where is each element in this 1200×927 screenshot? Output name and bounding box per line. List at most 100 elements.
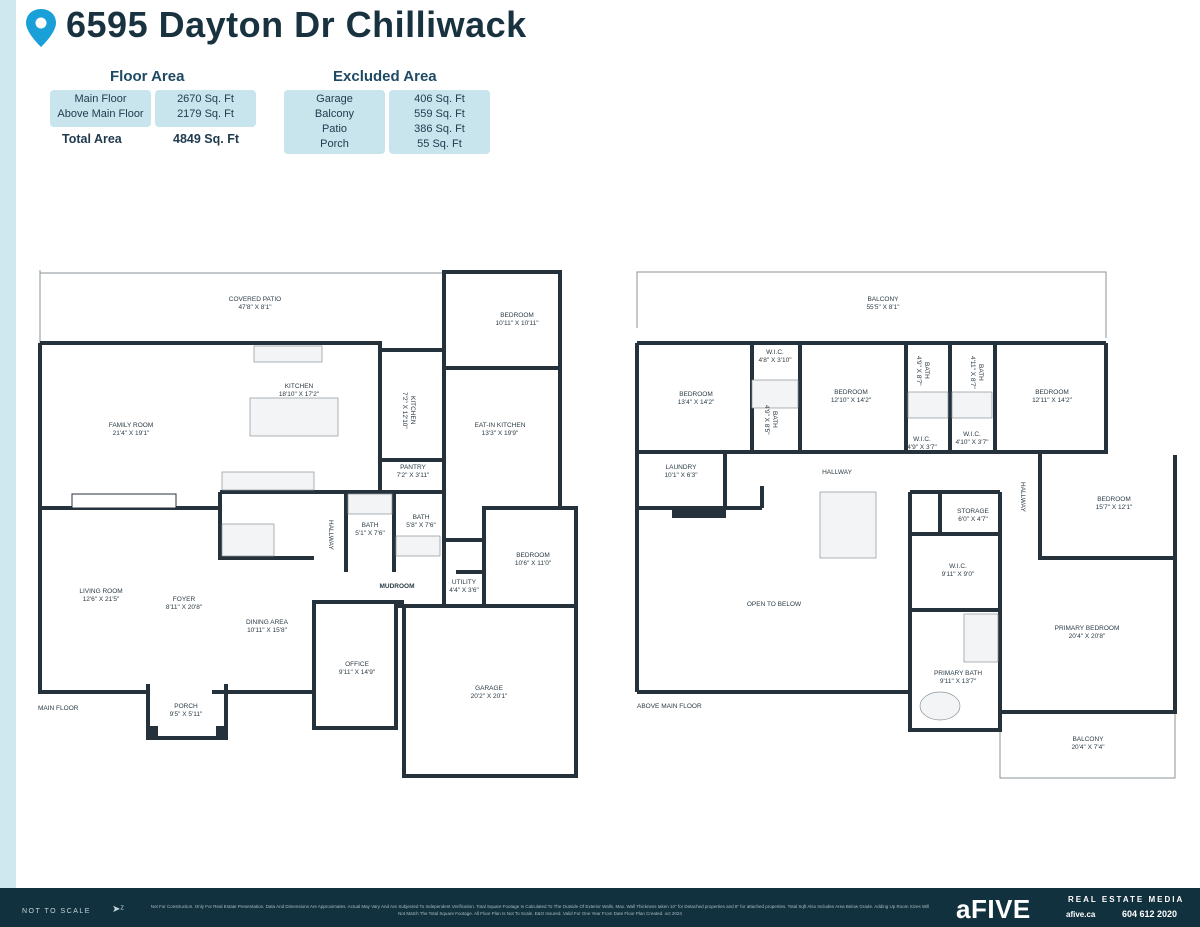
room-name: BALCONY [867, 296, 899, 303]
excluded-area-labels: Garage Balcony Patio Porch [284, 90, 385, 154]
room-dims: 9'11" X 13'7" [939, 678, 977, 685]
brand-logo: aFIVE [956, 894, 1031, 924]
room-name: PRIMARY BEDROOM [1054, 625, 1120, 632]
scale-note: NOT TO SCALE [22, 908, 91, 915]
room-dims: 21'4" X 19'1" [112, 430, 150, 437]
floor-area-label: Main Floor [74, 93, 127, 105]
room-label: W.I.C.9'11" X 9'0" [942, 563, 975, 579]
room-dims: 10'11" X 15'8" [247, 627, 287, 634]
room-name: UTILITY [451, 579, 477, 586]
floor-area-value: 2670 Sq. Ft [177, 93, 234, 105]
room-dims: 4'9" X 3'7" [907, 444, 937, 451]
room-name: BATH [923, 362, 930, 380]
room-name: PORCH [174, 703, 198, 710]
room-name: COVERED PATIO [228, 296, 282, 303]
floor-area-label: Above Main Floor [57, 108, 144, 120]
room-name: KITCHEN [409, 396, 416, 425]
excluded-area-value: 559 Sq. Ft [414, 108, 465, 120]
room-name: BATH [977, 363, 984, 381]
total-area-label: Total Area [62, 132, 122, 146]
room-name: DINING AREA [246, 619, 288, 626]
room-dims: 8'11" X 20'8" [165, 604, 203, 611]
excluded-area-value: 386 Sq. Ft [414, 123, 465, 135]
room-name: BEDROOM [1097, 496, 1131, 503]
room-name: BEDROOM [516, 552, 550, 559]
room-dims: 7'2" X 12'10" [401, 392, 408, 429]
room-dims: 9'5" X 5'11" [169, 711, 203, 718]
floor-plan-drawing [38, 270, 1177, 779]
room-name: BEDROOM [1035, 389, 1069, 396]
room-name: EAT-IN KITCHEN [474, 422, 526, 429]
room-dims: 20'4" X 20'8" [1068, 633, 1106, 640]
room-label: W.I.C.4'8" X 3'10" [758, 349, 791, 365]
room-dims: 12'11" X 14'2" [1032, 397, 1072, 404]
room-dims: 15'7" X 12'1" [1095, 504, 1133, 511]
room-dims: 9'11" X 14'9" [338, 669, 376, 676]
room-name: PRIMARY BATH [933, 670, 983, 677]
room-name: LIVING ROOM [79, 588, 123, 595]
room-name: W.I.C. [766, 349, 784, 356]
above-floor-label: ABOVE MAIN FLOOR [637, 703, 702, 710]
excluded-area-label: Balcony [314, 108, 355, 120]
room-dims: 9'11" X 9'0" [941, 571, 975, 578]
room-label: OPEN TO BELOW [747, 601, 801, 609]
website-link[interactable]: afive.ca [1066, 910, 1096, 919]
room-dims: 55'5" X 8'1" [866, 304, 900, 311]
room-name: W.I.C. [963, 431, 981, 438]
room-name: BEDROOM [500, 312, 534, 319]
phone-number[interactable]: 604 612 2020 [1122, 909, 1178, 919]
room-label: MUDROOM [379, 583, 414, 591]
floor-area-heading: Floor Area [110, 68, 185, 85]
excluded-area-label: Patio [321, 123, 348, 135]
room-label: W.I.C.4'9" X 3'7" [907, 436, 937, 452]
room-name: W.I.C. [913, 436, 931, 443]
excluded-area-value: 55 Sq. Ft [417, 138, 462, 150]
room-name: BATH [771, 411, 778, 429]
room-dims: 5'8" X 7'6" [406, 522, 436, 529]
footer-bar: NOT TO SCALE ➤ᶻ Not For Construction. On… [0, 888, 1200, 927]
floor-area-labels: Main Floor Above Main Floor [50, 90, 151, 127]
room-label: W.I.C.4'10" X 3'7" [955, 431, 988, 447]
room-dims: 10'1" X 6'3" [664, 472, 698, 479]
room-dims: 4'9" X 8'7" [915, 356, 922, 386]
room-name: KITCHEN [284, 383, 314, 390]
room-dims: 4'4" X 3'6" [449, 587, 479, 594]
room-dims: 47'8" X 8'1" [238, 304, 272, 311]
room-name: BEDROOM [679, 391, 713, 398]
brand-subtitle: REAL ESTATE MEDIA [1068, 895, 1185, 904]
room-name: BEDROOM [834, 389, 868, 396]
excluded-area-label: Garage [316, 93, 353, 105]
room-name: OPEN TO BELOW [746, 601, 802, 608]
room-name: HALLWAY [822, 469, 852, 476]
room-name: BALCONY [1072, 736, 1104, 743]
main-floor-label: MAIN FLOOR [38, 705, 79, 712]
room-name: MUDROOM [379, 583, 415, 590]
room-dims: 20'2" X 20'1" [470, 693, 508, 700]
location-pin-icon [26, 9, 56, 47]
room-name: FOYER [172, 596, 196, 603]
floor-area-values: 2670 Sq. Ft 2179 Sq. Ft [155, 90, 256, 127]
room-label: HALLWAY [1018, 482, 1026, 512]
room-label: HALLWAY [822, 469, 852, 477]
floor-area-value: 2179 Sq. Ft [177, 108, 234, 120]
total-area-value: 4849 Sq. Ft [173, 132, 239, 146]
